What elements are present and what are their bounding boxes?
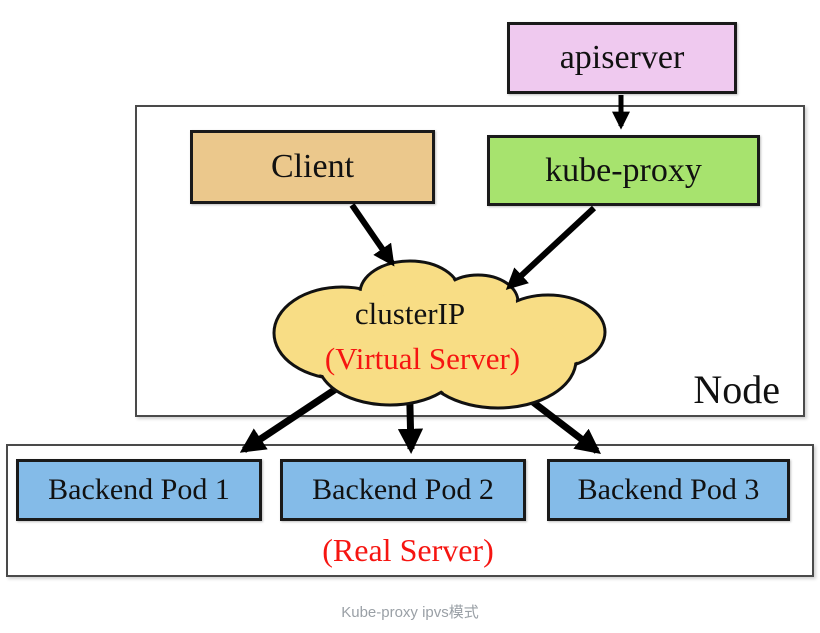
backend-pod-3-box: Backend Pod 3 — [547, 459, 790, 521]
backend-pod-1-label: Backend Pod 1 — [48, 473, 230, 506]
figure-caption: Kube-proxy ipvs模式 — [341, 604, 479, 621]
apiserver-label: apiserver — [559, 39, 685, 76]
backend-pod-2-label: Backend Pod 2 — [312, 473, 494, 506]
client-box: Client — [190, 130, 435, 204]
backend-pod-3-label: Backend Pod 3 — [577, 473, 760, 506]
cluster-ip-title: clusterIP — [354, 296, 466, 331]
kube-proxy-box: kube-proxy — [487, 135, 760, 206]
backend-pod-2-box: Backend Pod 2 — [280, 459, 526, 521]
node-label: Node — [693, 367, 780, 412]
apiserver-box: apiserver — [507, 22, 737, 94]
client-label: Client — [270, 148, 355, 185]
backend-pod-1-box: Backend Pod 1 — [16, 459, 262, 521]
virtual-server-subtitle: (Virtual Server) — [324, 341, 521, 376]
real-server-label: (Real Server) — [322, 532, 494, 568]
kube-proxy-label: kube-proxy — [545, 151, 702, 189]
